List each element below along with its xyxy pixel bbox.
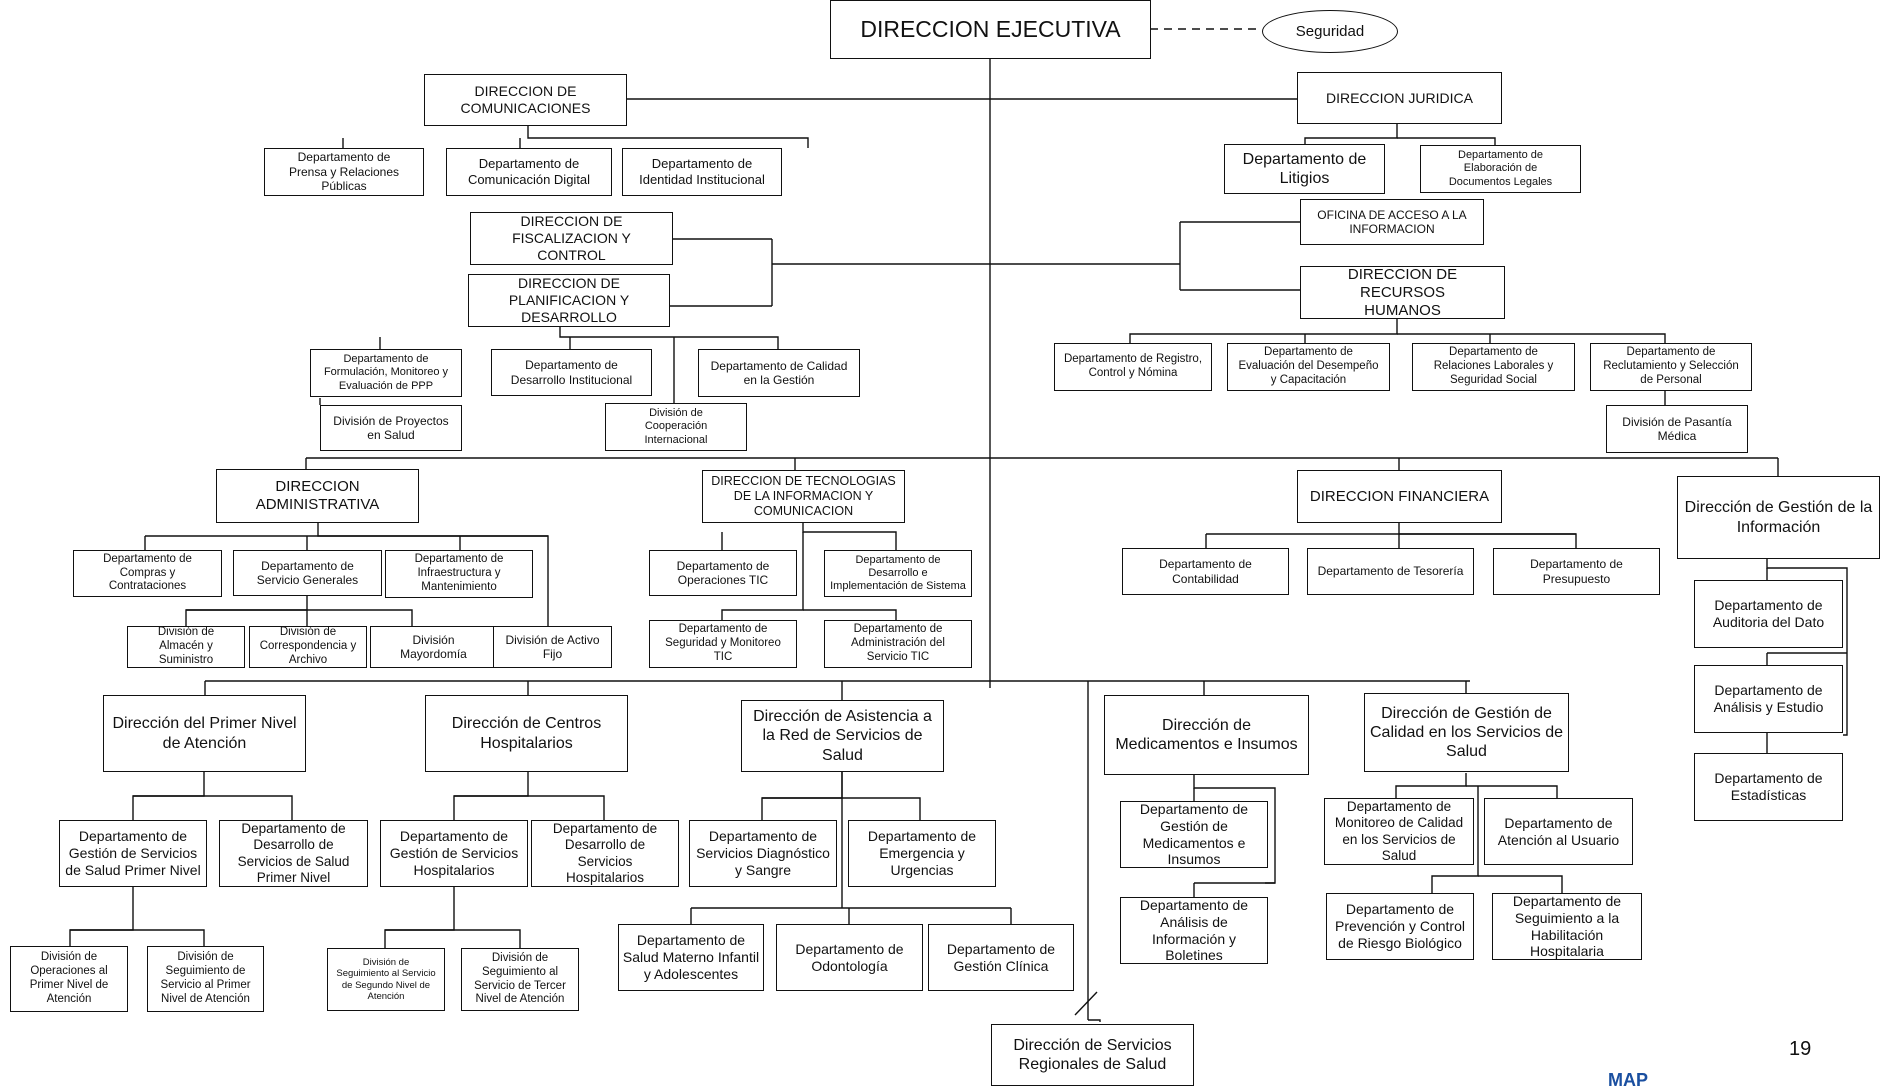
dept-estadisticas-box: Departamento de Estadísticas [1694, 753, 1843, 821]
dept-presupuesto-box: Departamento de Presupuesto [1493, 548, 1660, 595]
dept-calidad-gestion-box: Departamento de Calidad en la Gestión [698, 349, 860, 397]
div-activo-fijo-box: División de Activo Fijo [493, 626, 612, 668]
calidad-servicios-box: Dirección de Gestión de Calidad en los S… [1364, 693, 1569, 772]
primer-nivel-box: Dirección del Primer Nivel de Atención [103, 695, 306, 772]
dept-registro-nomina-box: Departamento de Registro, Control y Nómi… [1054, 343, 1212, 391]
div-operaciones-primer-nivel-box: División de Operaciones al Primer Nivel … [10, 946, 128, 1012]
dept-relaciones-laborales-box: Departamento de Relaciones Laborales y S… [1412, 343, 1575, 391]
dept-desarrollo-hospitalarios-box: Departamento de Desarrollo de Servicios … [531, 820, 679, 887]
dept-administracion-tic-box: Departamento de Administración del Servi… [824, 620, 972, 668]
dept-servicio-generales-box: Departamento de Servicio Generales [233, 550, 382, 596]
centros-hospitalarios-box: Dirección de Centros Hospitalarios [425, 695, 628, 772]
dept-desarrollo-sistema-box: Departamento de Desarrollo e Implementac… [824, 550, 972, 597]
tic-box: DIRECCION DE TECNOLOGIAS DE LA INFORMACI… [702, 470, 905, 523]
fiscalizacion-box: DIRECCION DE FISCALIZACION Y CONTROL [470, 212, 673, 265]
dept-reclutamiento-box: Departamento de Reclutamiento y Selecció… [1590, 343, 1752, 391]
dept-documentos-legales-box: Departamento de Elaboración de Documento… [1420, 145, 1581, 193]
div-segundo-nivel-box: División de Seguimiento al Servicio de S… [327, 948, 445, 1011]
dept-habilitacion-hospitalaria-box: Departamento de Seguimiento a la Habilit… [1492, 893, 1642, 960]
medicamentos-box: Dirección de Medicamentos e Insumos [1104, 695, 1309, 775]
dept-riesgo-biologico-box: Departamento de Prevención y Control de … [1326, 893, 1474, 960]
comunicaciones-box: DIRECCION DE COMUNICACIONES [424, 74, 627, 126]
div-tercer-nivel-box: División de Seguimiento al Servicio de T… [461, 948, 579, 1011]
dept-comunicacion-digital-box: Departamento de Comunicación Digital [446, 148, 612, 196]
dept-contabilidad-box: Departamento de Contabilidad [1122, 548, 1289, 595]
dept-analisis-boletines-box: Departamento de Análisis de Información … [1120, 897, 1268, 964]
gestion-informacion-box: Dirección de Gestión de la Información [1677, 476, 1880, 559]
div-mayordomia-box: División Mayordomía [370, 626, 497, 668]
dept-gestion-hospitalarios-box: Departamento de Gestión de Servicios Hos… [380, 820, 528, 887]
dept-desarrollo-institucional-box: Departamento de Desarrollo Institucional [491, 349, 652, 396]
dept-gestion-medicamentos-box: Departamento de Gestión de Medicamentos … [1120, 801, 1268, 868]
dept-compras-box: Departamento de Compras y Contrataciones [73, 550, 222, 597]
dept-prensa-box: Departamento de Prensa y Relaciones Públ… [264, 148, 424, 196]
dept-seguridad-tic-box: Departamento de Seguridad y Monitoreo TI… [649, 620, 797, 668]
dept-materno-infantil-box: Departamento de Salud Materno Infantil y… [618, 924, 764, 991]
asistencia-red-box: Dirección de Asistencia a la Red de Serv… [741, 700, 944, 772]
dept-identidad-box: Departamento de Identidad Institucional [622, 148, 782, 196]
div-seguimiento-primer-nivel-box: División de Seguimiento de Servicio al P… [147, 946, 264, 1012]
logo-text: MAP [1608, 1070, 1648, 1090]
dept-litigios-box: Departamento de Litigios [1224, 144, 1385, 194]
dept-operaciones-tic-box: Departamento de Operaciones TIC [649, 550, 797, 596]
administrativa-box: DIRECCION ADMINISTRATIVA [216, 469, 419, 523]
juridica-box: DIRECCION JURIDICA [1297, 72, 1502, 124]
div-almacen-box: División de Almacén y Suministro [127, 626, 245, 668]
financiera-box: DIRECCION FINANCIERA [1297, 470, 1502, 523]
div-cooperacion-box: División de Cooperación Internacional [605, 403, 747, 451]
dept-emergencia-box: Departamento de Emergencia y Urgencias [848, 820, 996, 887]
div-correspondencia-box: División de Correspondencia y Archivo [249, 626, 367, 668]
dept-gestion-clinica-box: Departamento de Gestión Clínica [928, 924, 1074, 991]
dept-auditoria-dato-box: Departamento de Auditoria del Dato [1694, 580, 1843, 648]
dept-infraestructura-box: Departamento de Infraestructura y Manten… [385, 550, 533, 598]
executive-box: DIRECCION EJECUTIVA [830, 0, 1151, 59]
dept-diagnostico-sangre-box: Departamento de Servicios Diagnóstico y … [689, 820, 837, 887]
dept-gestion-primer-nivel-box: Departamento de Gestión de Servicios de … [59, 820, 207, 887]
div-pasantia-medica-box: División de Pasantía Médica [1606, 405, 1748, 453]
div-proyectos-salud-box: División de Proyectos en Salud [320, 405, 462, 451]
dept-formulacion-box: Departamento de Formulación, Monitoreo y… [310, 349, 462, 397]
acceso-informacion-box: OFICINA DE ACCESO A LA INFORMACION [1300, 199, 1484, 245]
dept-tesoreria-box: Departamento de Tesorería [1307, 548, 1474, 595]
dept-odontologia-box: Departamento de Odontología [776, 924, 923, 991]
servicios-regionales-box: Dirección de Servicios Regionales de Sal… [991, 1024, 1194, 1086]
dept-analisis-estudio-box: Departamento de Análisis y Estudio [1694, 665, 1843, 733]
planificacion-box: DIRECCION DE PLANIFICACION Y DESARROLLO [468, 274, 670, 327]
dept-evaluacion-desempeno-box: Departamento de Evaluación del Desempeño… [1227, 343, 1390, 391]
page-number: 19 [1789, 1038, 1812, 1060]
security-ellipse: Seguridad [1262, 10, 1398, 53]
recursos-humanos-box: DIRECCION DE RECURSOS HUMANOS [1300, 266, 1505, 319]
dept-desarrollo-primer-nivel-box: Departamento de Desarrollo de Servicios … [219, 820, 368, 887]
dept-atencion-usuario-box: Departamento de Atención al Usuario [1484, 798, 1633, 865]
dept-monitoreo-calidad-box: Departamento de Monitoreo de Calidad en … [1324, 798, 1474, 865]
